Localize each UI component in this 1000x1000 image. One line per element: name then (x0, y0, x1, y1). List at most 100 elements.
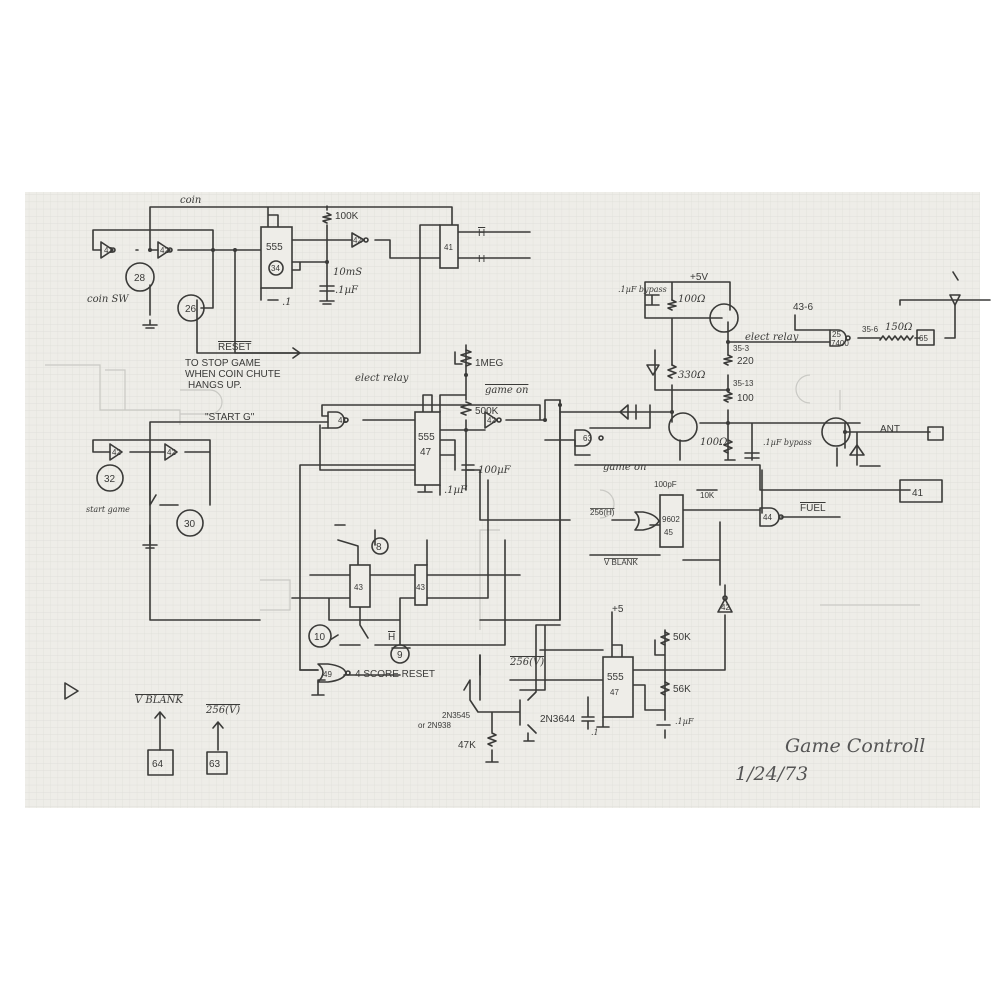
256h-label: 256(H) (590, 508, 615, 517)
sheet-date: 1/24/73 (735, 763, 808, 785)
ref-label: 43-6 (793, 302, 813, 313)
chip-label: 9602 (662, 515, 680, 524)
note-line: HANGS UP. (188, 380, 242, 391)
gate-label: 49 (323, 670, 332, 679)
chip-label: 43 (354, 583, 363, 592)
connector-10: 10 (314, 632, 326, 643)
gate-label: 44 (763, 513, 772, 522)
game-on-label: game on (603, 462, 646, 473)
coin-label: coin (180, 195, 201, 206)
pot-label: 50K (673, 632, 691, 643)
gate-label: 42 (721, 603, 730, 612)
game-timer-circuit (149, 344, 591, 671)
h-bar-label: H (388, 632, 395, 643)
connector-32: 32 (104, 474, 116, 485)
pot-label: 1MEG (475, 358, 504, 369)
resistor-label: 10K (700, 491, 715, 500)
plus5-label: +5 (612, 604, 624, 615)
resistor-label: 100K (335, 211, 359, 222)
antenna-label: ANT (880, 424, 900, 435)
gate-label: 63 (583, 434, 592, 443)
resistor-label: 330Ω (678, 370, 705, 381)
gate-label: 42 (112, 448, 121, 457)
gate-label: 41 (338, 416, 347, 425)
box-label: 64 (152, 759, 164, 770)
gate-label: 42 (487, 416, 496, 425)
resistor-label: 100 (737, 393, 754, 404)
resistor-label: 100Ω (678, 294, 705, 305)
reset-label: RESET (218, 342, 251, 353)
box-label: 41 (912, 488, 924, 499)
vblank-label: V BLANK (604, 558, 638, 567)
vblank-label: V BLANK (135, 695, 183, 706)
coin-circuit (92, 205, 531, 359)
box-label: 63 (209, 759, 221, 770)
coin-switch-label: coin SW (87, 294, 129, 305)
resistor-label: 150Ω (885, 322, 912, 333)
resistor-label: 100Ω (700, 437, 727, 448)
gate-type: 7400 (831, 339, 849, 348)
relay-antenna-circuit (558, 271, 991, 586)
score-reset-label: 4 SCORE RESET (355, 669, 435, 680)
chip-label: 555 (266, 242, 283, 253)
timer-555-47-bottom (602, 656, 634, 718)
box-label: 65 (919, 334, 928, 343)
gate-label: 42 (104, 246, 113, 255)
chip-location: 47 (420, 447, 432, 458)
flip-flop-43a (349, 564, 371, 608)
chip-location: 34 (271, 264, 280, 273)
timer-555-34 (260, 226, 293, 289)
flip-flop-41 (439, 224, 459, 269)
capacitor-label: 100µF (478, 465, 512, 476)
chip-label: 555 (607, 672, 624, 683)
gate-label: 42 (160, 246, 169, 255)
timing-label: 10mS (333, 267, 362, 278)
erased-traces (45, 364, 920, 630)
bypass-label: .1µF bypass (763, 438, 812, 447)
start-g-label: "START G" (205, 412, 255, 423)
chip-location: 45 (664, 528, 673, 537)
fuel-timer-circuit (463, 399, 733, 763)
connector-8: 8 (376, 542, 382, 553)
plus5v-label: +5V (690, 272, 708, 283)
elect-relay-label: elect relay (355, 373, 409, 384)
connector-26: 26 (185, 304, 197, 315)
fuel-label: FUEL (800, 503, 826, 514)
start-game-circuit (92, 439, 211, 549)
sheet-title: Game Controll (785, 735, 925, 757)
chip-label: 555 (418, 432, 435, 443)
oneshot-9602 (659, 494, 684, 548)
start-game-label: start game (86, 505, 130, 514)
resistor-label: 47K (458, 740, 476, 751)
capacitor-label: 100pF (654, 480, 677, 489)
capacitor-label: .1 (591, 728, 599, 737)
transistor-label: 2N3545 (442, 711, 471, 720)
256v-label: 256(V) (509, 657, 544, 668)
connector-30: 30 (184, 519, 196, 530)
box-64 (147, 749, 174, 776)
ref-label: 35-3 (733, 344, 750, 353)
game-on-label: game on (485, 385, 528, 396)
antenna-terminal (927, 426, 944, 441)
bypass-label: .1µF bypass (618, 285, 667, 294)
resistor-label: 500K (475, 406, 499, 417)
timer-555-47 (414, 411, 441, 486)
box-65 (916, 329, 935, 346)
ref-label: 35-13 (733, 379, 754, 388)
gate-label: 25 (832, 330, 841, 339)
note-line: TO STOP GAME (185, 358, 261, 369)
elect-relay-label: elect relay (745, 332, 799, 343)
resistor-label: 56K (673, 684, 691, 695)
capacitor-label: .1µF (675, 717, 694, 726)
transistor-label: 2N3644 (540, 714, 575, 725)
ref-label: 35-6 (862, 325, 879, 334)
chip-location: 47 (610, 688, 619, 697)
resistor-label: 220 (737, 356, 754, 367)
chip-label: 41 (444, 243, 453, 252)
flip-flop-43b (414, 564, 428, 606)
transistor-label: or 2N938 (418, 721, 451, 730)
capacitor-label: .1 (282, 297, 292, 308)
capacitor-label: .1µF (444, 485, 468, 496)
h-bar-label: H (478, 228, 485, 239)
